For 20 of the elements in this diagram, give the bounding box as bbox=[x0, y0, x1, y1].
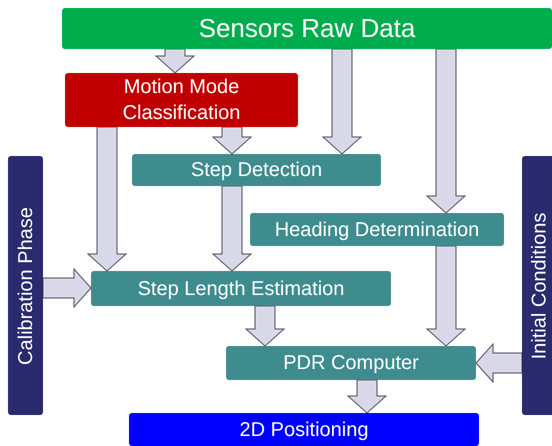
block-arrow bbox=[426, 48, 466, 214]
block-arrow bbox=[154, 48, 196, 74]
block-arrow bbox=[475, 342, 522, 384]
process-box: Motion Mode Classification bbox=[65, 73, 298, 127]
block-arrow bbox=[86, 126, 128, 272]
process-box: Sensors Raw Data bbox=[62, 8, 552, 49]
block-arrow bbox=[42, 268, 92, 308]
block-arrow bbox=[244, 306, 286, 347]
side-bar: Calibration Phase bbox=[8, 156, 43, 415]
process-box: Step Length Estimation bbox=[91, 271, 391, 306]
process-box: Heading Determination bbox=[250, 213, 504, 246]
block-arrow bbox=[322, 48, 362, 155]
process-box: Step Detection bbox=[132, 154, 381, 186]
block-arrow bbox=[212, 126, 252, 155]
block-arrow bbox=[426, 246, 466, 347]
block-arrow bbox=[212, 186, 252, 272]
block-arrow bbox=[346, 380, 388, 414]
side-bar: Initial Conditions bbox=[522, 156, 552, 415]
process-box: PDR Computer bbox=[226, 346, 476, 380]
process-box: 2D Positioning bbox=[129, 413, 479, 446]
